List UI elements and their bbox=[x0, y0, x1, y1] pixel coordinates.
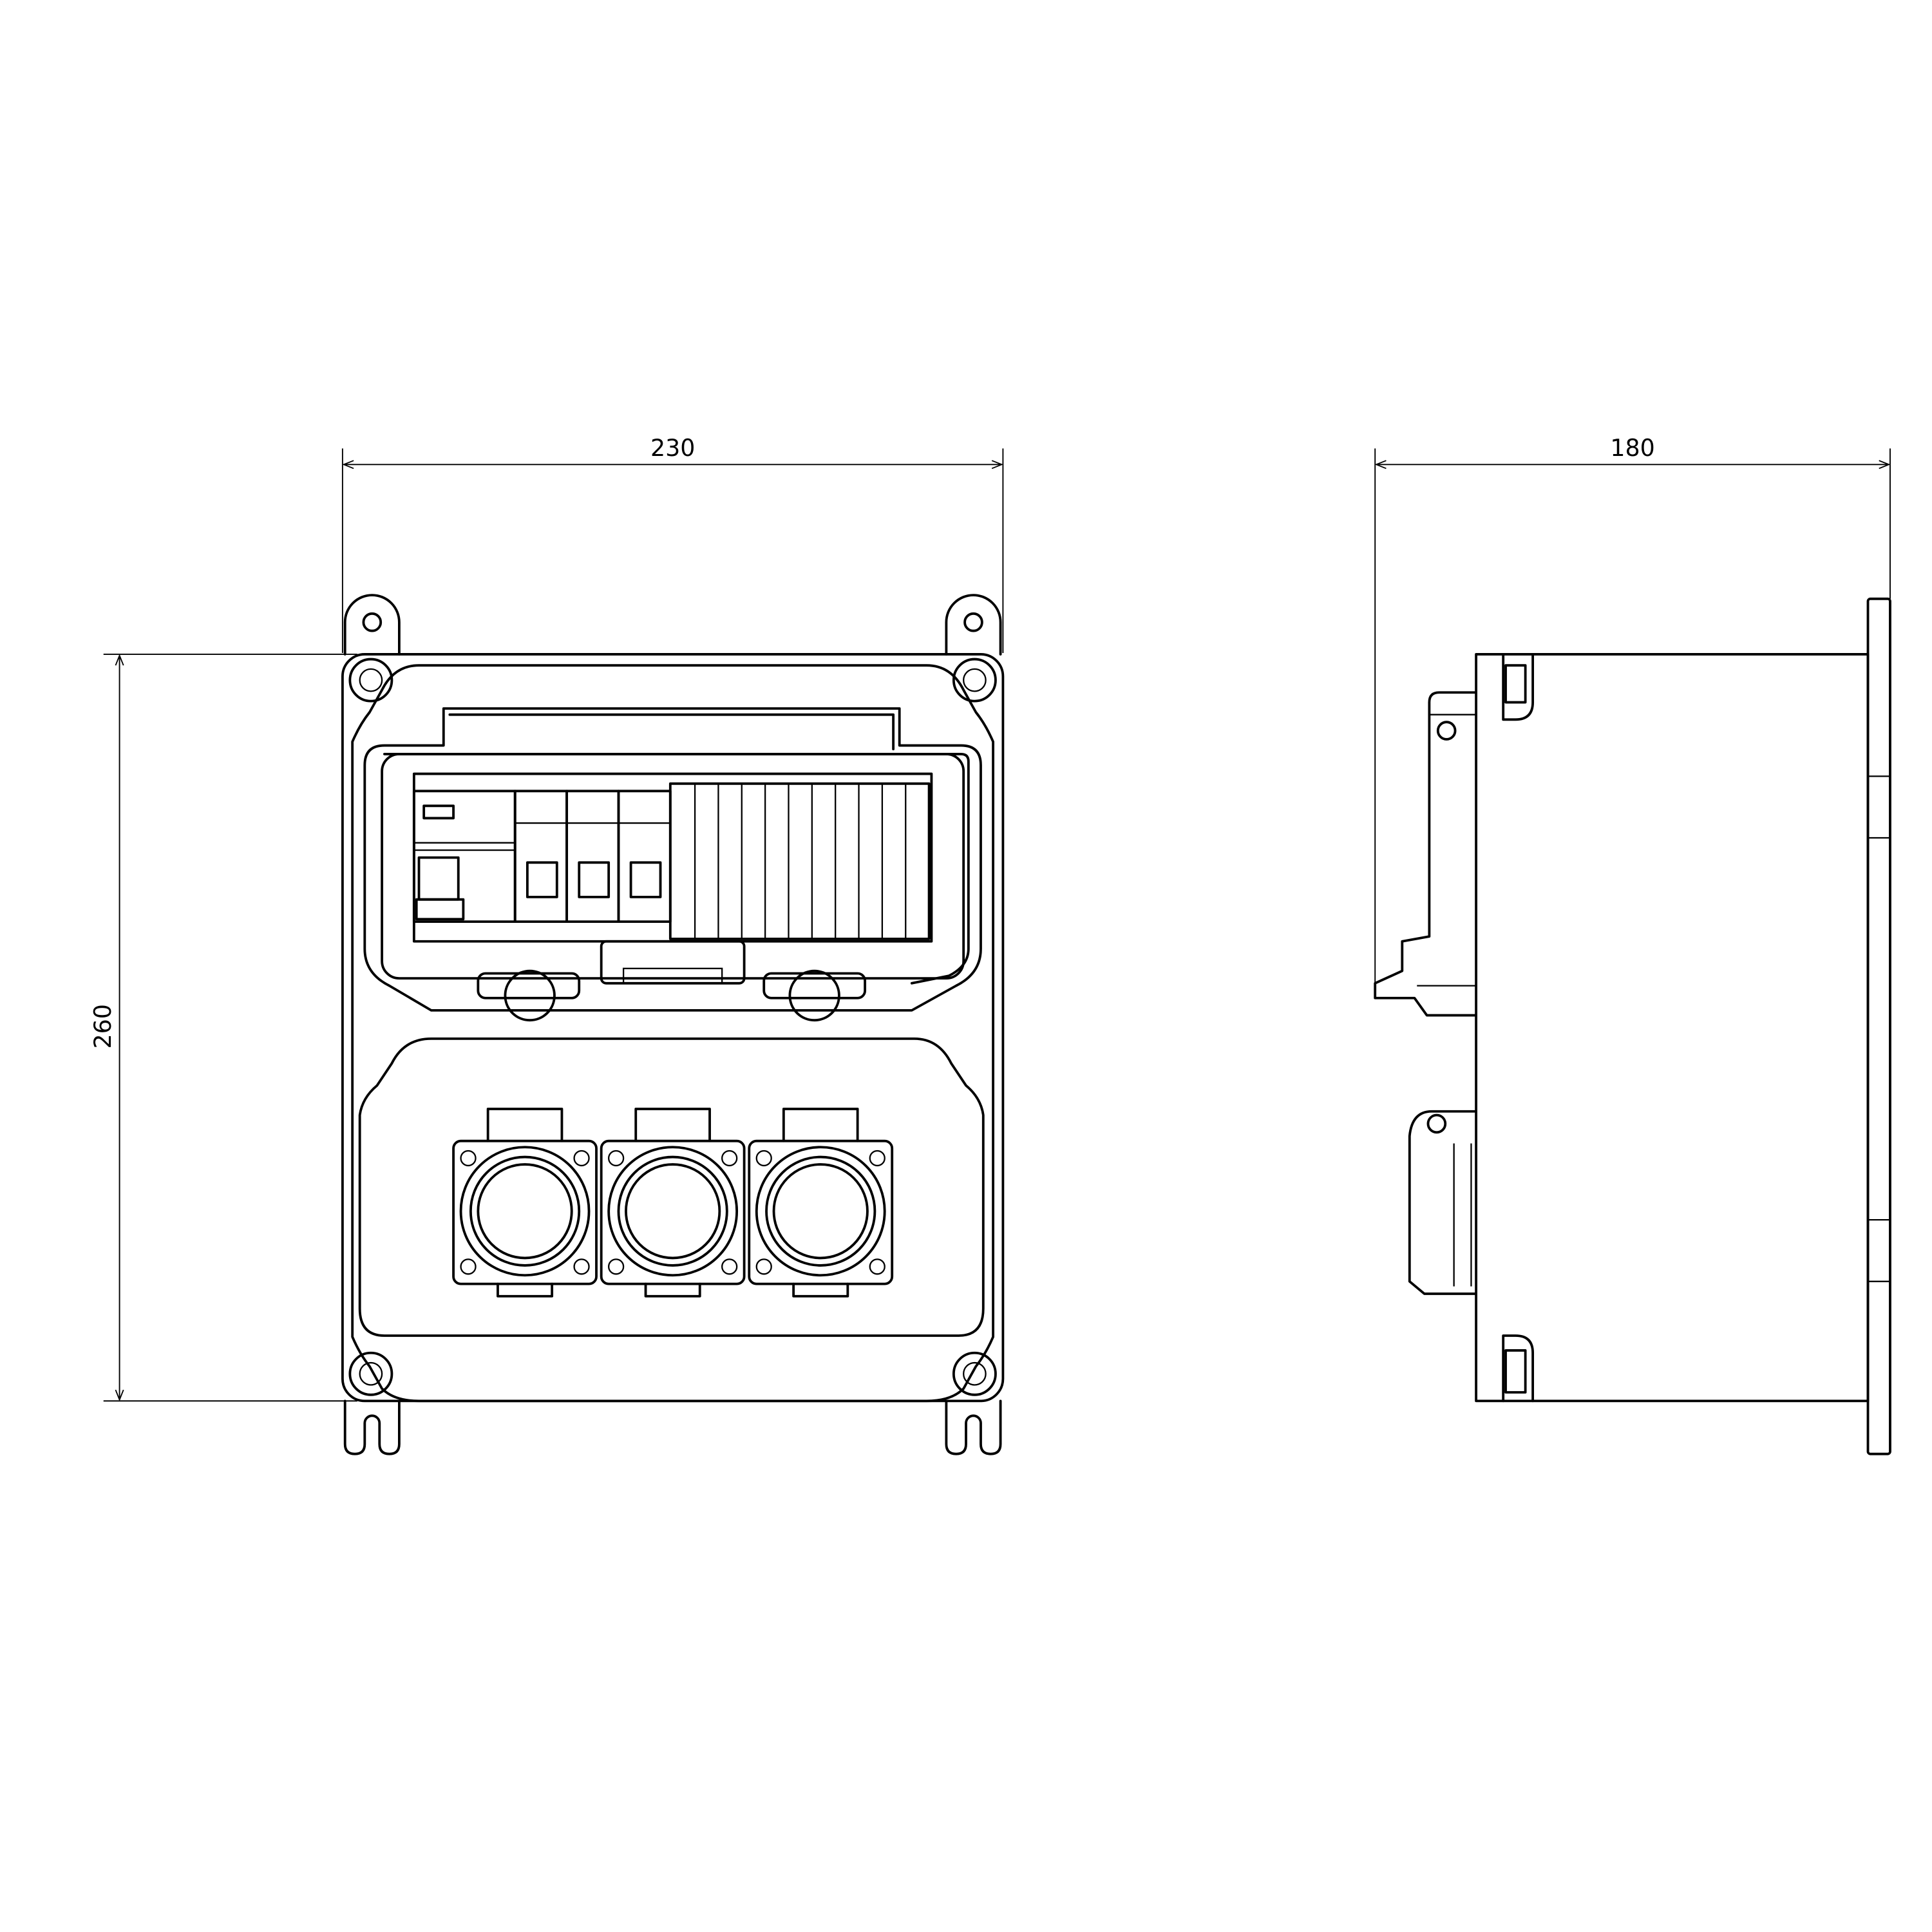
side-view bbox=[1374, 597, 1891, 1455]
socket-3 bbox=[748, 1108, 894, 1298]
dimension-depth: 180 bbox=[1374, 434, 1891, 998]
front-view bbox=[341, 594, 1005, 1455]
circuit-breakers bbox=[513, 790, 672, 923]
mounting-plate bbox=[1866, 597, 1891, 1455]
socket-panel bbox=[358, 1037, 985, 1337]
mounting-ears bbox=[343, 594, 1002, 1455]
housing-side bbox=[1475, 653, 1870, 1403]
socket-cover-side bbox=[1408, 1110, 1478, 1295]
window-lid-side bbox=[1374, 691, 1478, 1017]
depth-label: 180 bbox=[1610, 434, 1654, 462]
blanking-strips bbox=[668, 782, 931, 940]
breaker-window-frame bbox=[363, 707, 982, 1012]
breaker-window bbox=[381, 753, 965, 980]
housing-outline bbox=[341, 653, 1005, 1403]
dimension-width: 230 bbox=[341, 434, 1004, 654]
window-latch bbox=[600, 940, 746, 985]
height-label: 260 bbox=[89, 1004, 117, 1048]
socket-1 bbox=[452, 1108, 598, 1298]
socket-2 bbox=[600, 1108, 746, 1298]
rcd-module bbox=[412, 790, 516, 923]
width-label: 230 bbox=[650, 434, 695, 462]
dimension-height: 260 bbox=[89, 653, 357, 1402]
window-locks bbox=[477, 969, 867, 1022]
corner-screws bbox=[348, 658, 997, 1396]
din-rail-area bbox=[412, 772, 933, 943]
